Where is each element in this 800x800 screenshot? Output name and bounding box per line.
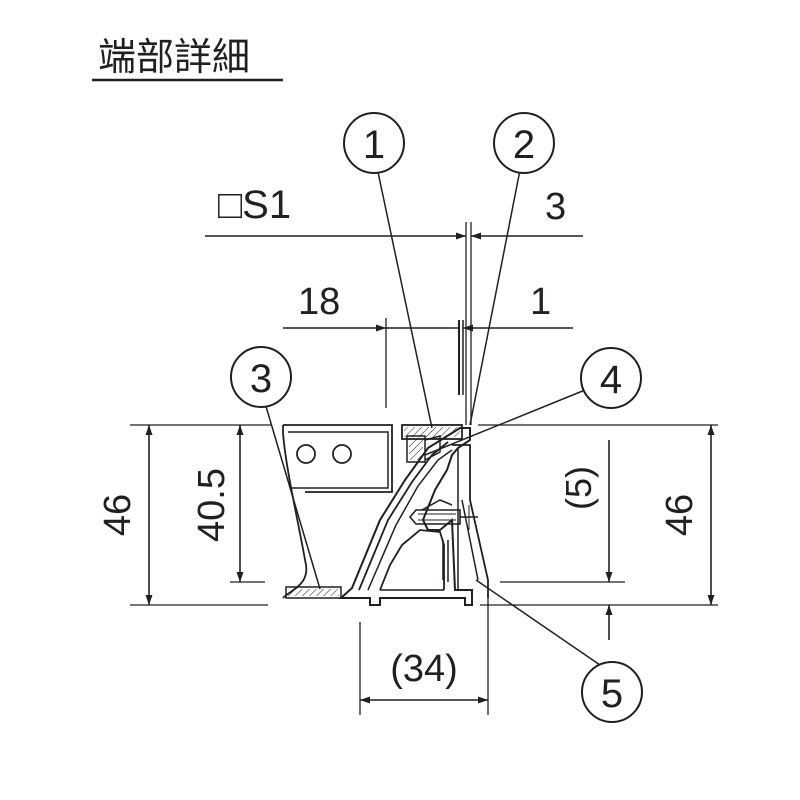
screw-hole-right <box>332 444 352 464</box>
dim-s1: □S1 <box>218 183 291 227</box>
leader-lines <box>264 169 601 666</box>
leader-4 <box>424 389 586 456</box>
dimension-lines <box>130 232 718 715</box>
callout-1: 1 <box>343 112 405 174</box>
dim-46-left: 46 <box>97 494 139 536</box>
dim-1: 1 <box>530 281 551 323</box>
dim-46-right: 46 <box>659 494 701 536</box>
svg-text:1: 1 <box>363 123 385 167</box>
svg-text:3: 3 <box>250 357 272 401</box>
dim-5-paren: (5) <box>558 466 599 510</box>
leader-5 <box>475 579 601 666</box>
leader-2 <box>469 169 521 426</box>
callout-2: 2 <box>493 112 555 174</box>
screw-hole-left <box>296 444 316 464</box>
svg-text:2: 2 <box>513 123 535 167</box>
leader-1 <box>377 171 433 429</box>
callout-4: 4 <box>580 347 642 409</box>
dim-3: 3 <box>545 186 566 228</box>
profile-section <box>282 222 489 606</box>
dimension-labels: □S1 3 18 1 46 40.5 (5) 46 (34) <box>97 183 701 690</box>
dim-18: 18 <box>298 281 340 323</box>
svg-text:5: 5 <box>601 672 623 716</box>
svg-text:4: 4 <box>600 358 622 402</box>
dim-34-paren: (34) <box>390 648 458 690</box>
dim-40-5: 40.5 <box>191 468 233 542</box>
drawing-title: 端部詳細 <box>98 35 250 79</box>
leader-3 <box>264 402 321 590</box>
callout-3: 3 <box>230 346 292 408</box>
callout-5: 5 <box>581 661 643 723</box>
